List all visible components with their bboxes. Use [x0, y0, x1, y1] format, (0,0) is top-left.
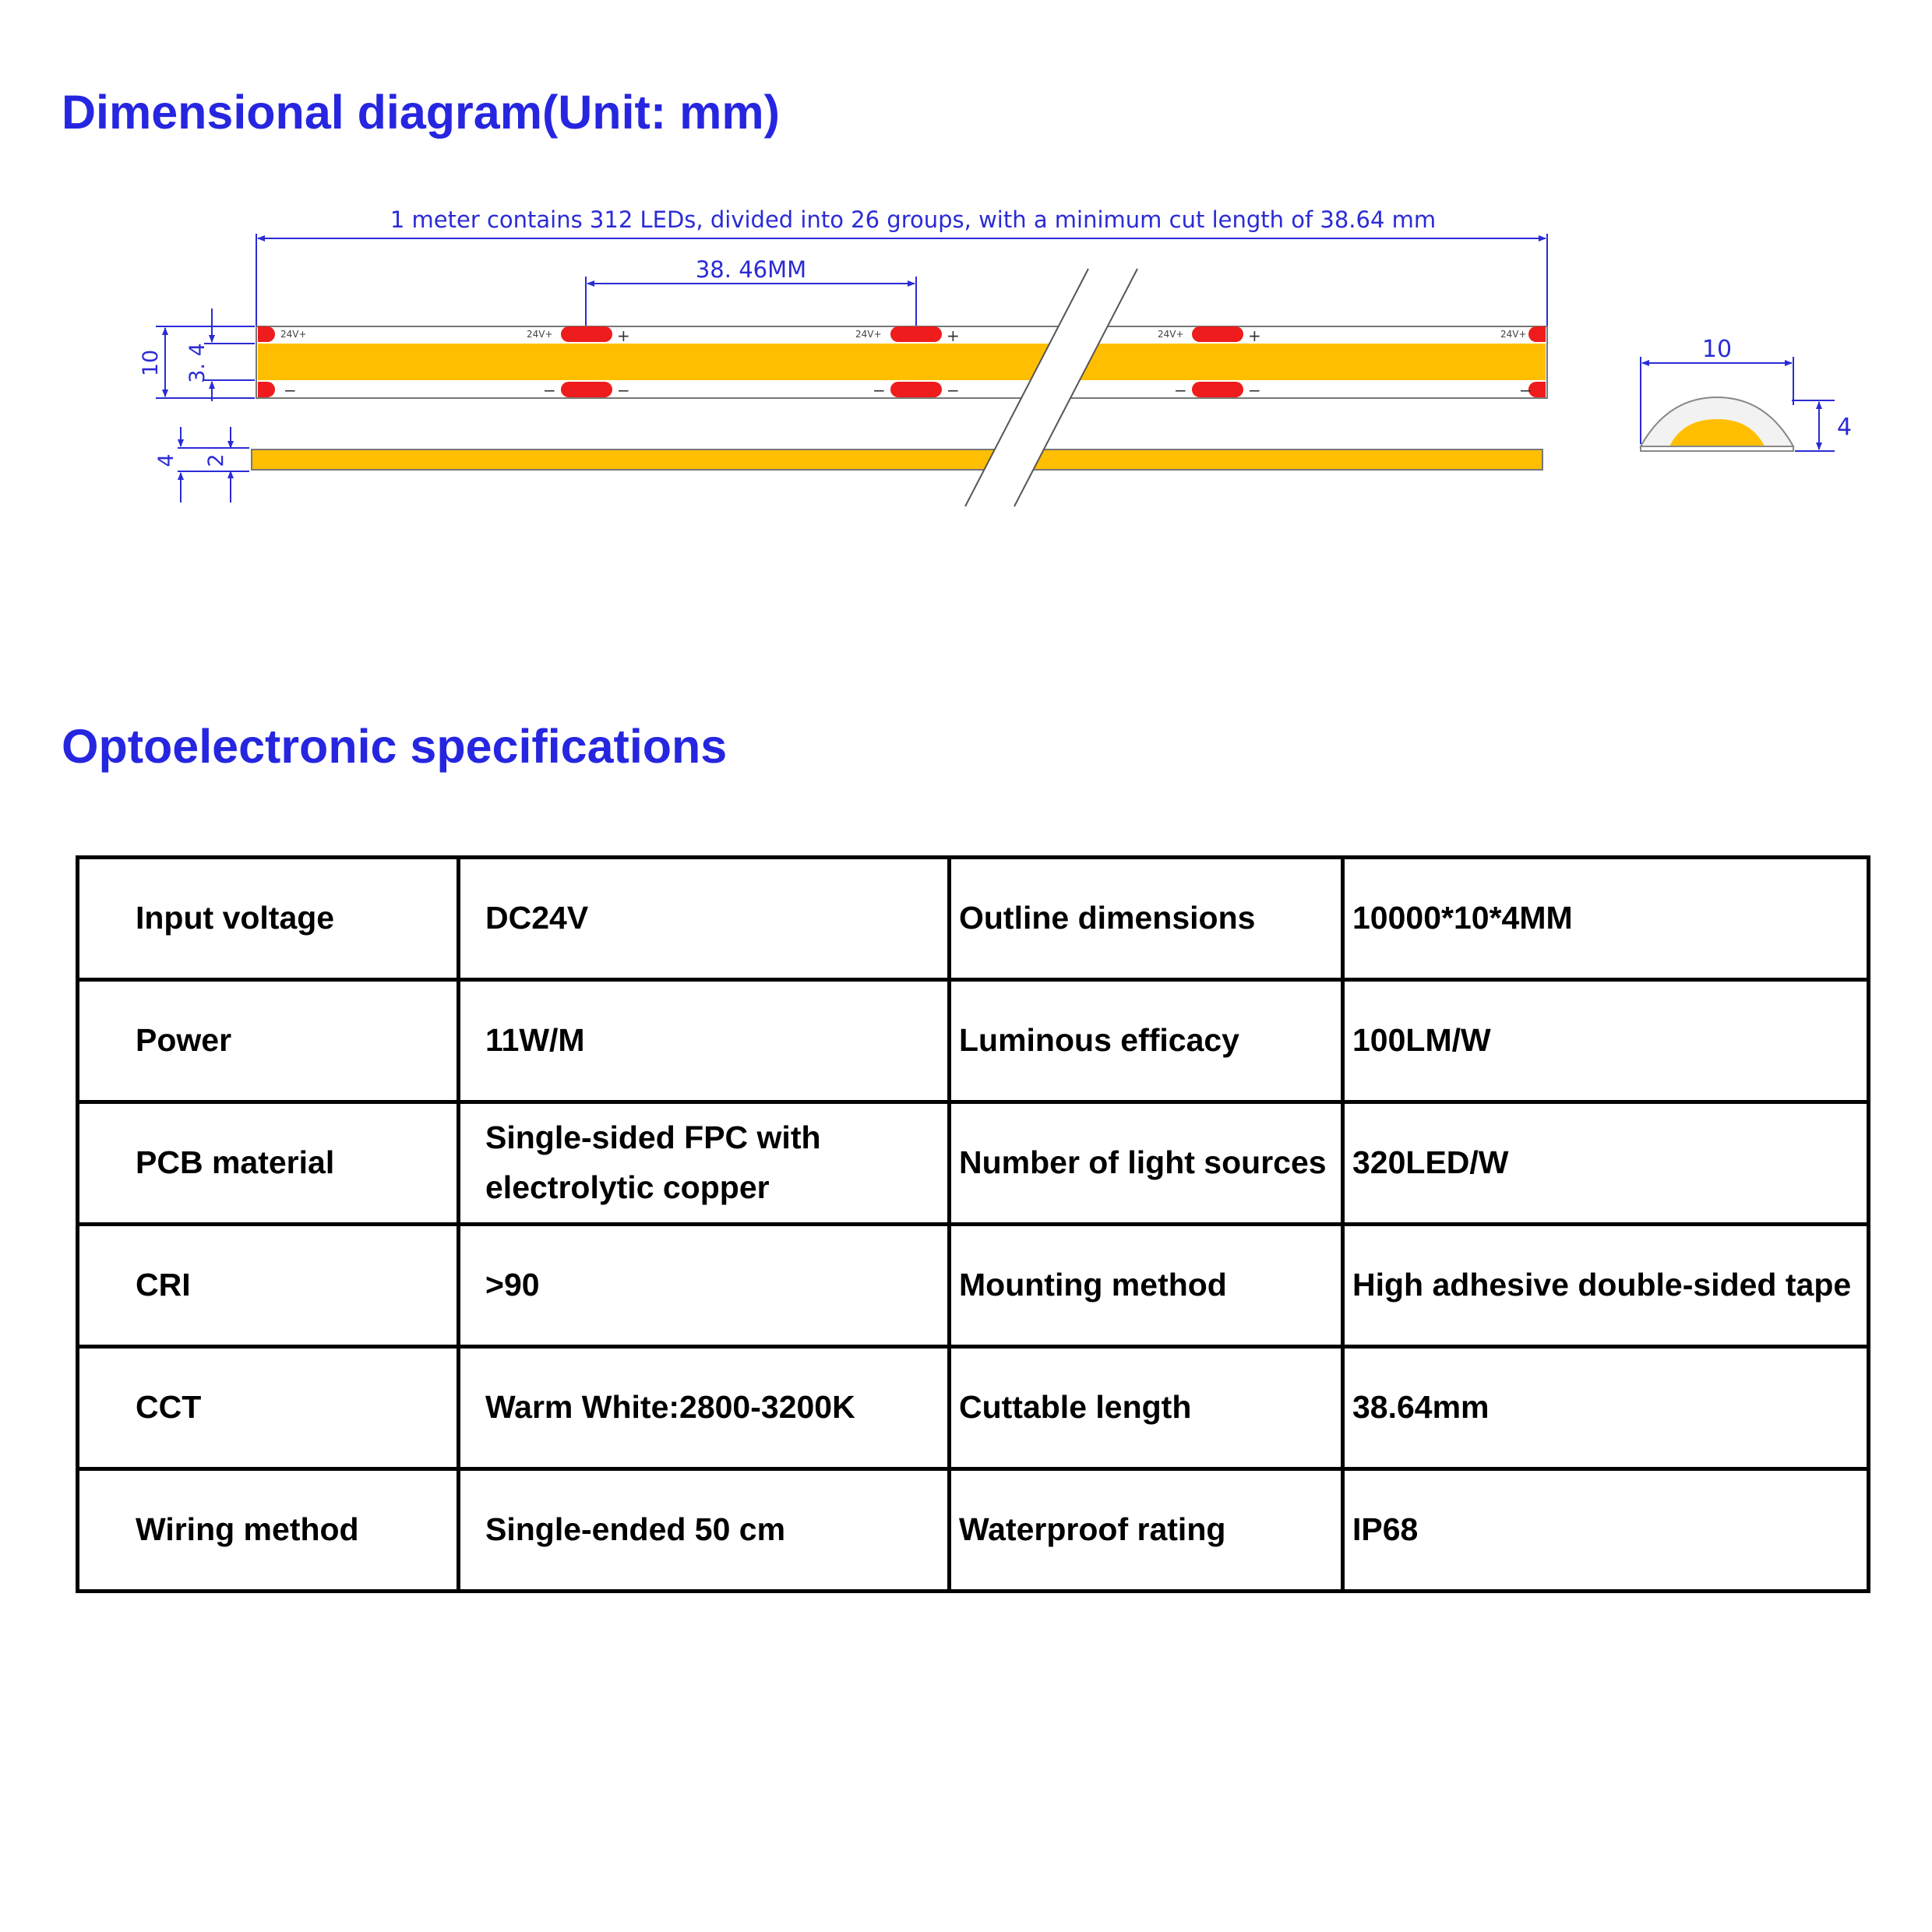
led-width-label: 3. 4 [185, 343, 210, 383]
segment-length-label: 38. 46MM [696, 256, 806, 283]
solder-pad-end-bottom [1528, 382, 1546, 397]
spec-value: DC24V [457, 855, 951, 982]
dimensional-diagram: 1 meter contains 312 LEDs, divided into … [139, 206, 1852, 507]
spec-label: Cuttable length [947, 1345, 1345, 1471]
break-gap [965, 269, 1137, 506]
profile-led [1669, 419, 1765, 446]
cut-point-pad-2-bottom [890, 382, 942, 397]
spec-value: Single-ended 50 cm [457, 1467, 951, 1593]
minus-sign-2a: − [873, 381, 886, 400]
strip-side-view [251, 449, 1543, 471]
pad-label-start: 24V+ [280, 329, 307, 340]
spec-label: Wiring method [76, 1467, 460, 1593]
minus-sign-start: − [284, 381, 297, 400]
led-height-label: 2 [204, 453, 228, 467]
spec-label: Input voltage [76, 855, 460, 982]
minus-sign-1b: − [617, 381, 630, 400]
spec-label: Number of light sources [947, 1100, 1345, 1226]
solder-pad-start-bottom [258, 382, 275, 397]
spec-value: Single-sided FPC with electrolytic coppe… [457, 1100, 951, 1226]
cut-point-pad-2-top [890, 326, 942, 342]
dimensional-diagram-title: Dimensional diagram(Unit: mm) [62, 86, 780, 139]
cut-point-pad-1-bottom [561, 382, 612, 397]
spec-value: 10000*10*4MM [1341, 855, 1870, 982]
table-row: CCT Warm White:2800-3200K Cuttable lengt… [76, 1345, 1870, 1471]
height-label: 4 [154, 453, 178, 467]
pad-label-end: 24V+ [1500, 329, 1527, 340]
spec-label: Luminous efficacy [947, 978, 1345, 1104]
pad-label-1: 24V+ [527, 329, 553, 340]
break-line-left [964, 268, 1089, 507]
pad-label-2: 24V+ [855, 329, 882, 340]
spec-value: Warm White:2800-3200K [457, 1345, 951, 1471]
plus-sign-1: + [617, 326, 630, 345]
cut-point-pad-3-bottom [1192, 382, 1243, 397]
spec-value: 100LM/W [1341, 978, 1870, 1104]
spec-value: 11W/M [457, 978, 951, 1104]
led-band [258, 344, 1546, 380]
table-row: PCB material Single-sided FPC with elect… [76, 1100, 1870, 1226]
spec-value: IP68 [1341, 1467, 1870, 1593]
specifications-table: Input voltage DC24V Outline dimensions 1… [76, 855, 1870, 1593]
minus-sign-2b: − [947, 381, 960, 400]
profile-width-label: 10 [1702, 336, 1732, 363]
table-row: Power 11W/M Luminous efficacy 100LM/W [76, 978, 1870, 1104]
spec-value: >90 [457, 1222, 951, 1349]
spec-label: Outline dimensions [947, 855, 1345, 982]
minus-sign-3b: − [1248, 381, 1261, 400]
solder-pad-start-top [258, 326, 275, 342]
spec-label: Mounting method [947, 1222, 1345, 1349]
spec-value: 38.64mm [1341, 1345, 1870, 1471]
cut-point-pad-1-top [561, 326, 612, 342]
table-row: CRI >90 Mounting method High adhesive do… [76, 1222, 1870, 1349]
break-line-right [1014, 268, 1138, 507]
width-label: 10 [139, 350, 163, 376]
spec-label: CRI [76, 1222, 460, 1349]
spec-label: CCT [76, 1345, 460, 1471]
optoelectronic-specifications-title: Optoelectronic specifications [62, 720, 728, 773]
cut-point-pad-3-top [1192, 326, 1243, 342]
minus-sign-1a: − [543, 381, 556, 400]
table-row: Input voltage DC24V Outline dimensions 1… [76, 855, 1870, 982]
spec-value: High adhesive double-sided tape [1341, 1222, 1870, 1349]
spec-value: 320LED/W [1341, 1100, 1870, 1226]
minus-sign-end: − [1519, 381, 1532, 400]
diagram-caption: 1 meter contains 312 LEDs, divided into … [390, 206, 1436, 233]
spec-label: Waterproof rating [947, 1467, 1345, 1593]
table-row: Wiring method Single-ended 50 cm Waterpr… [76, 1467, 1870, 1593]
profile-base [1640, 446, 1794, 452]
plus-sign-2: + [947, 326, 960, 345]
solder-pad-end-top [1528, 326, 1546, 342]
plus-sign-3: + [1248, 326, 1261, 345]
profile-height-label: 4 [1837, 414, 1852, 441]
spec-label: Power [76, 978, 460, 1104]
pad-label-3: 24V+ [1158, 329, 1184, 340]
minus-sign-3a: − [1174, 381, 1187, 400]
spec-label: PCB material [76, 1100, 460, 1226]
